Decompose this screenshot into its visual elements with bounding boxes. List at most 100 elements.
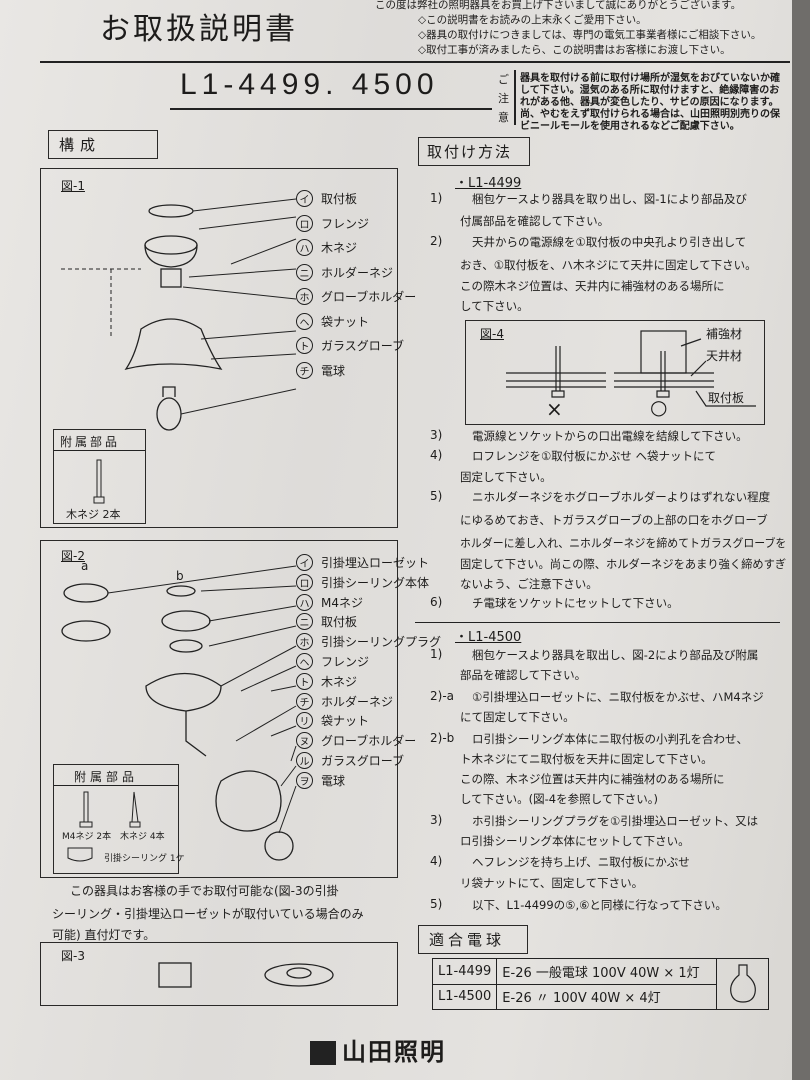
step-number: 2)	[430, 234, 443, 248]
caution-line: して下さい。湿気のある所に取付けますと、絶縁障害のお	[520, 85, 780, 96]
part-marker: ホ	[296, 633, 313, 651]
part-label: ホグローブホルダー	[296, 288, 416, 305]
part-name: グローブホルダー	[321, 290, 417, 304]
step-number: 2)-b	[430, 731, 455, 745]
bulb-icon	[716, 958, 770, 1010]
part-label: イ引掛埋込ローゼット	[296, 554, 429, 571]
intro-line: ◇取付工事が済みましたら、この説明書はお客様にお渡し下さい。	[418, 44, 731, 56]
step-text: 以下、L1-4499の⑤,⑥と同様に行なって下さい。	[472, 898, 727, 912]
step-number: 4)	[430, 854, 443, 868]
part-name: ガラスグローブ	[321, 339, 405, 353]
part-name: 電球	[321, 363, 346, 378]
model-heading: ・L1-4500	[455, 630, 522, 645]
section-title-installation: 取付け方法	[418, 137, 530, 166]
wood-screw-icon	[93, 459, 105, 504]
part-label: ト木ネジ	[296, 672, 357, 690]
screw-placement-drawing	[506, 330, 756, 407]
part-marker: ル	[296, 752, 313, 769]
step-text: ホルダーに差し入れ、ニホルダーネジを締めてトガラスグローブを	[460, 536, 787, 550]
instruction-sheet: お取扱説明書 この度は弊社の照明器具をお買上げ下さいまして誠にありがとうございま…	[0, 0, 792, 1080]
step-number: 5)	[430, 897, 443, 911]
ceiling-material-label: 天井材	[706, 349, 743, 363]
part-name: 引掛シーリング本体	[321, 575, 430, 590]
part-label: ヌグローブホルダー	[296, 732, 417, 750]
divider	[514, 70, 516, 125]
step-text: ロ引掛シーリング本体にニ取付板の小判孔を合わせ、	[472, 732, 748, 746]
part-name: M4ネジ	[321, 595, 363, 610]
part-marker: ヘ	[296, 653, 313, 670]
part-marker: ト	[296, 337, 313, 354]
step-text: 付属部品を確認して下さい。	[460, 214, 610, 228]
part-marker: ヘ	[296, 312, 313, 330]
part-marker: イ	[296, 554, 313, 571]
accessory-label: M4ネジ 2本	[62, 832, 112, 842]
step-number: 1)	[430, 647, 443, 661]
part-marker: ヲ	[296, 771, 313, 789]
model-heading: ・L1-4499	[455, 176, 522, 191]
step-text: 部品を確認して下さい。	[460, 668, 587, 682]
part-marker: ニ	[296, 263, 313, 281]
part-label: チ電球	[296, 361, 346, 379]
part-label: イ取付板	[296, 190, 357, 207]
step-text: この際木ネジ位置は、天井内に補強材のある場所に	[460, 279, 725, 293]
step-text: ホ引掛シーリングプラグを①引掛埋込ローゼット、又は	[472, 814, 759, 828]
part-label: チホルダーネジ	[296, 692, 394, 710]
step-number: 4)	[430, 448, 443, 462]
step-number: 3)	[430, 428, 443, 442]
accessories-title: 附属部品	[60, 435, 121, 449]
part-marker: ロ	[296, 214, 313, 232]
caution-line: ビニールモールを使用されるなどご配慮下さい。	[520, 121, 740, 132]
accessories-box: 附属部品 木ネジ 2本	[53, 429, 146, 524]
part-name: 取付板	[321, 192, 358, 206]
wrong-mark: ×	[546, 397, 563, 421]
part-marker: ハ	[296, 239, 313, 256]
step-number: 2)-a	[430, 689, 454, 703]
model-number: L1-4499. 4500	[180, 68, 439, 101]
figure-1: 図-1 附属部品 木ネジ 2本 イ取付板ロフレンジハ木ネジニホルダーネジホグロー…	[40, 168, 416, 528]
step-text: ①引掛埋込ローゼットに、ニ取付板をかぶせ、ハM4ネジ	[472, 690, 764, 704]
part-label: ロ引掛シーリング本体	[296, 573, 430, 591]
part-label: ヘ袋ナット	[296, 312, 370, 330]
note-line: この器具はお客様の手でお取付可能な(図-3の引掛	[70, 884, 339, 898]
step-text: ロ引掛シーリング本体にセットして下さい。	[460, 834, 690, 848]
step-text: チ電球をソケットにセットして下さい。	[472, 596, 679, 610]
part-name: 袋ナット	[321, 714, 370, 729]
step-number: 1)	[430, 191, 443, 205]
part-name: 電球	[321, 773, 346, 788]
step-text: ト木ネジにてニ取付板を天井に固定して下さい。	[460, 752, 713, 766]
part-name: ホルダーネジ	[321, 694, 394, 709]
part-name: グローブホルダー	[321, 734, 417, 749]
intro-line: ◇この説明書をお読みの上末永くご愛用下さい。	[418, 14, 647, 26]
step-text: おき、①取付板を、ハ木ネジにて天井に固定して下さい。	[460, 258, 757, 272]
step-text: この際、木ネジ位置は天井内に補強材のある場所に	[460, 772, 725, 786]
note-line: シーリング・引掛埋込ローゼットが取付いている場合のみ	[52, 907, 364, 921]
figure-title: 図-1	[61, 179, 85, 193]
intro-line: この度は弊社の照明器具をお買上げ下さいまして誠にありがとうございます。	[375, 0, 742, 11]
part-label: ルガラスグローブ	[296, 752, 404, 769]
accessories-title: 附属部品	[74, 770, 139, 784]
part-marker: ロ	[296, 573, 313, 591]
section-title-composition: 構成	[48, 130, 158, 159]
step-text: 固定して下さい。	[460, 470, 552, 484]
part-label: ロフレンジ	[296, 214, 369, 232]
photo-background-edge	[792, 0, 810, 1080]
step-number: 5)	[430, 489, 443, 503]
intro-line: ◇器具の取付けにつきましては、専門の電気工事業者様にご相談下さい。	[418, 29, 762, 41]
part-name: ホルダーネジ	[321, 265, 394, 280]
figure-3: 図-3	[40, 942, 398, 1006]
section-title-bulbs: 適合電球	[418, 925, 528, 954]
bulb-spec-cell: E-26 一般電球 100V 40W × 1灯	[496, 958, 718, 985]
part-marker: チ	[296, 692, 313, 710]
step-text: して下さい。(図-4を参照して下さい。)	[460, 792, 658, 806]
part-label: リ袋ナット	[296, 712, 370, 730]
bulb-spec-cell: E-26 〃 100V 40W × 4灯	[496, 983, 718, 1010]
caution-line: 器具を取付ける前に取付け場所が湿気をおびていないか確	[520, 73, 780, 84]
part-marker: ホ	[296, 288, 313, 305]
part-name: 袋ナット	[321, 314, 370, 329]
step-text: ロフレンジを①取付板にかぶせ ヘ袋ナットにて	[472, 449, 716, 463]
part-marker: ハ	[296, 593, 313, 611]
figure-4: 図-4 補強材 天井材 取付板 × ○	[465, 320, 765, 425]
figure-2: 図-2 a b 附属部品 M4ネジ 2本 木ネジ 4本 引掛シーリング 1ケ イ…	[40, 540, 441, 878]
